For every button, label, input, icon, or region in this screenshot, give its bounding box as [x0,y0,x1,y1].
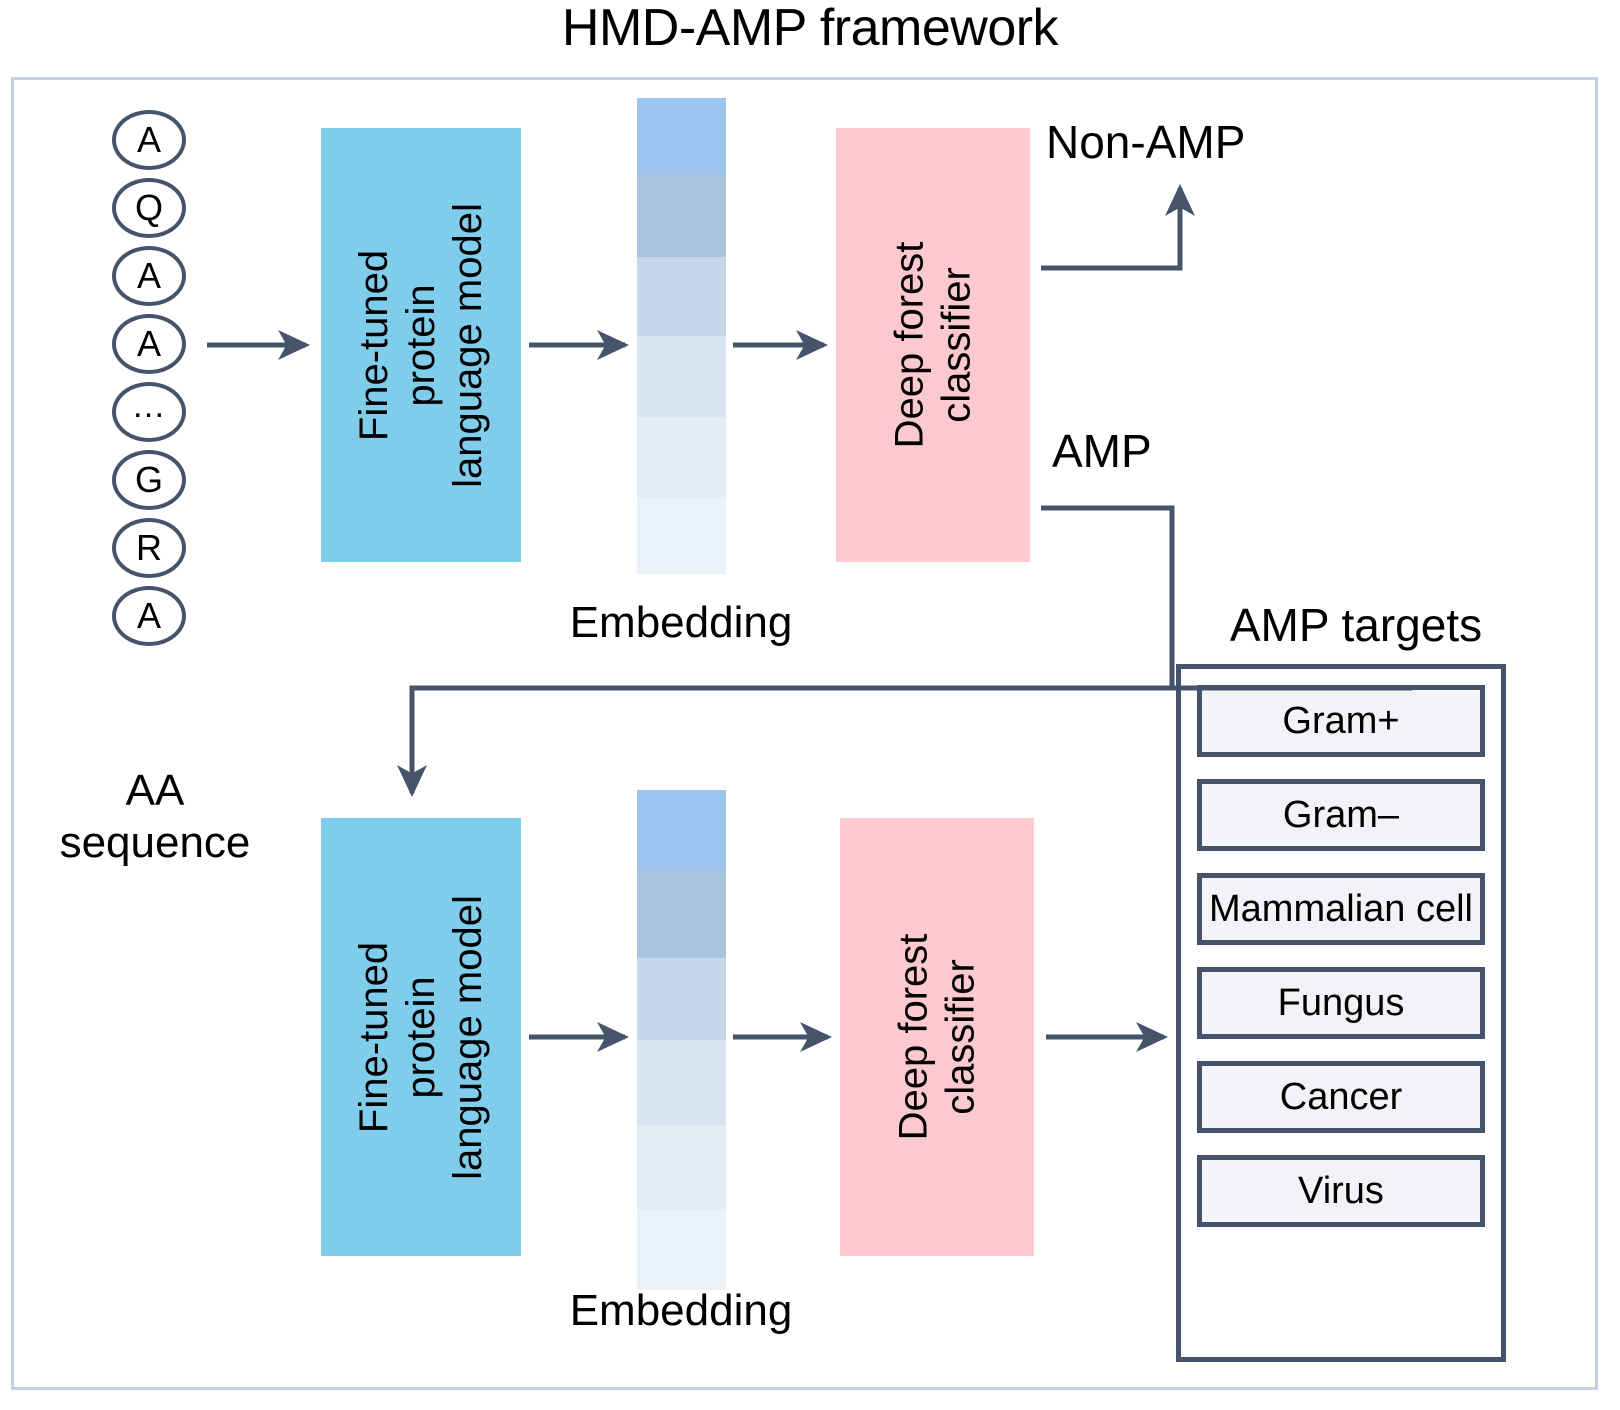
deep-forest-classifier-label-top: Deep forest classifier [887,241,978,449]
page-title: HMD-AMP framework [561,0,1059,57]
embedding-segment [637,497,726,574]
embedding-segment [637,335,726,417]
deep-forest-classifier-box-top: Deep forest classifier [836,128,1030,562]
aa-sequence-column: A Q A A … G R A AA sequence [60,110,250,867]
branch-label-amp: AMP [1052,425,1152,477]
embedding-segment [637,1210,726,1290]
embedding-caption-top: Embedding [569,598,793,647]
aa-residue: A [112,246,186,306]
embedding-bar-top [637,98,726,574]
embedding-segment [637,957,726,1040]
amp-targets-title: AMP targets [1229,599,1483,651]
target-box-gram-positive: Gram+ [1197,685,1485,757]
aa-residue: Q [112,178,186,238]
aa-residue: R [112,518,186,578]
embedding-segment [637,174,726,258]
target-box-virus: Virus [1197,1155,1485,1227]
protein-language-model-box-top: Fine-tuned protein language model [321,128,521,562]
aa-residue: A [112,314,186,374]
protein-language-model-label-top: Fine-tuned protein language model [351,202,490,488]
target-box-fungus: Fungus [1197,967,1485,1039]
target-box-mammalian-cell: Mammalian cell [1197,873,1485,945]
aa-sequence-label: AA sequence [59,766,251,867]
embedding-segment [637,1125,726,1210]
embedding-segment [637,870,726,958]
aa-residue-ellipsis: … [112,382,186,442]
target-box-gram-negative: Gram– [1197,779,1485,851]
target-box-cancer: Cancer [1197,1061,1485,1133]
branch-label-non-amp: Non-AMP [1046,116,1246,168]
protein-language-model-label-bottom: Fine-tuned protein language model [351,894,490,1180]
aa-residue: G [112,450,186,510]
amp-targets-panel: Gram+ Gram– Mammalian cell Fungus Cancer… [1176,664,1506,1362]
embedding-segment [637,416,726,498]
embedding-caption-bottom: Embedding [569,1286,793,1335]
embedding-segment [637,790,726,870]
embedding-bar-bottom [637,790,726,1290]
embedding-segment [637,1040,726,1125]
aa-residue: A [112,586,186,646]
embedding-segment [637,257,726,336]
protein-language-model-box-bottom: Fine-tuned protein language model [321,818,521,1256]
aa-residue: A [112,110,186,170]
deep-forest-classifier-box-bottom: Deep forest classifier [840,818,1034,1256]
deep-forest-classifier-label-bottom: Deep forest classifier [891,933,982,1141]
embedding-segment [637,98,726,175]
